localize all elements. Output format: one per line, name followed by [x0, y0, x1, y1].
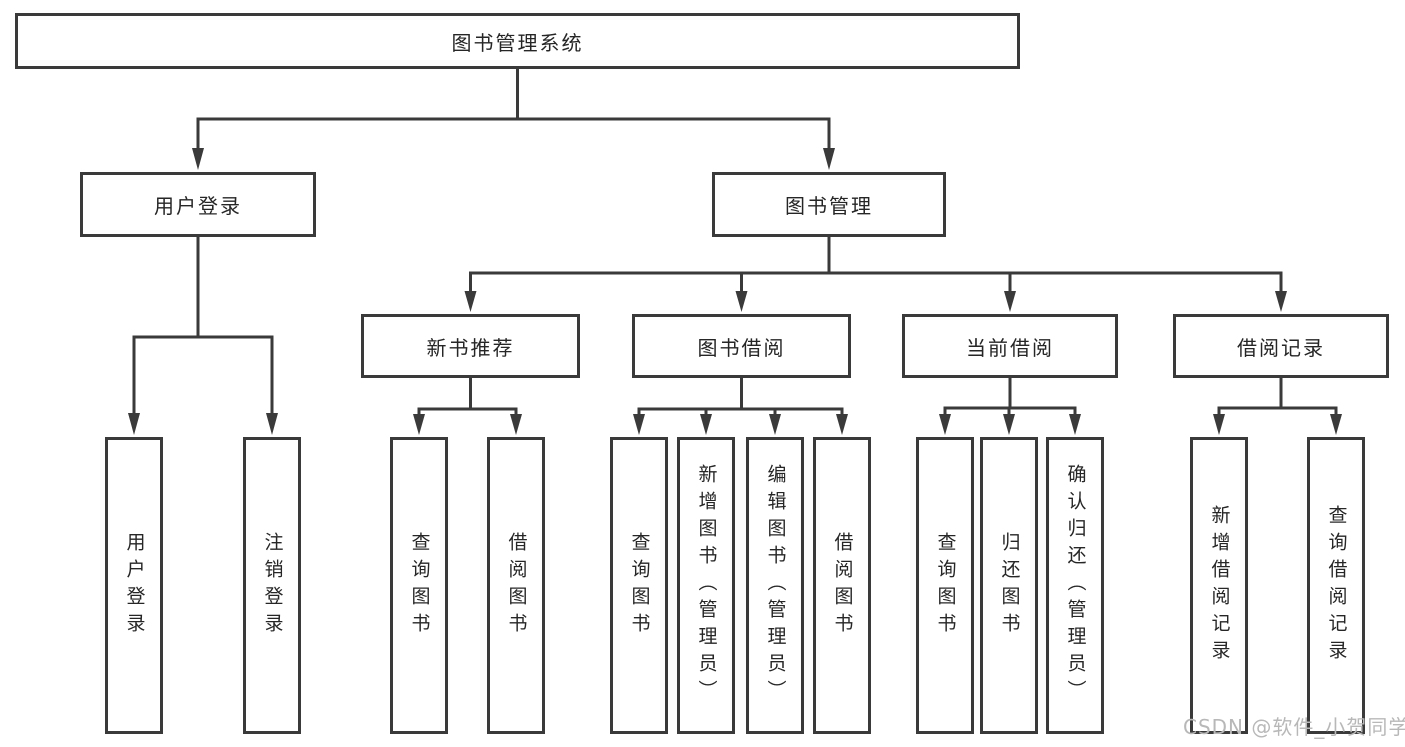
leaf-user-login: 用户登录	[105, 437, 163, 734]
node-current-borrow: 当前借阅	[902, 314, 1118, 378]
node-borrow-record: 借阅记录	[1173, 314, 1389, 378]
leaf-query-borrow-record: 查询借阅记录	[1307, 437, 1365, 734]
leaf-user-login-label: 用户登录	[123, 531, 146, 640]
leaf-recommend-borrow-books-label: 借阅图书	[505, 531, 528, 640]
leaf-borrow-books: 借阅图书	[813, 437, 871, 734]
leaf-logout: 注销登录	[243, 437, 301, 734]
leaf-recommend-query-books: 查询图书	[390, 437, 448, 734]
leaf-borrow-query-books-label: 查询图书	[628, 531, 651, 640]
leaf-current-query-books-label: 查询图书	[934, 531, 957, 640]
node-book-borrow: 图书借阅	[632, 314, 851, 378]
leaf-edit-books-admin: 编辑图书（管理员）	[746, 437, 804, 734]
leaf-logout-label: 注销登录	[261, 531, 284, 640]
leaf-add-books-admin: 新增图书（管理员）	[677, 437, 735, 734]
node-root: 图书管理系统	[15, 13, 1020, 69]
node-book-management: 图书管理	[712, 172, 946, 237]
leaf-confirm-return-admin-label: 确认归还（管理员）	[1064, 464, 1087, 707]
leaf-current-query-books: 查询图书	[916, 437, 974, 734]
leaf-recommend-borrow-books: 借阅图书	[487, 437, 545, 734]
leaf-query-borrow-record-label: 查询借阅记录	[1325, 504, 1348, 667]
leaf-add-borrow-record-label: 新增借阅记录	[1208, 504, 1231, 667]
watermark: CSDN @软件_小贺同学	[1183, 715, 1405, 739]
leaf-return-books-label: 归还图书	[998, 531, 1021, 640]
leaf-return-books: 归还图书	[980, 437, 1038, 734]
leaf-edit-books-admin-label: 编辑图书（管理员）	[764, 464, 787, 707]
leaf-borrow-query-books: 查询图书	[610, 437, 668, 734]
leaf-borrow-books-label: 借阅图书	[831, 531, 854, 640]
leaf-confirm-return-admin: 确认归还（管理员）	[1046, 437, 1104, 734]
leaf-recommend-query-books-label: 查询图书	[408, 531, 431, 640]
leaf-add-books-admin-label: 新增图书（管理员）	[695, 464, 718, 707]
node-new-book-recommend: 新书推荐	[361, 314, 580, 378]
node-user-login: 用户登录	[80, 172, 316, 237]
leaf-add-borrow-record: 新增借阅记录	[1190, 437, 1248, 734]
